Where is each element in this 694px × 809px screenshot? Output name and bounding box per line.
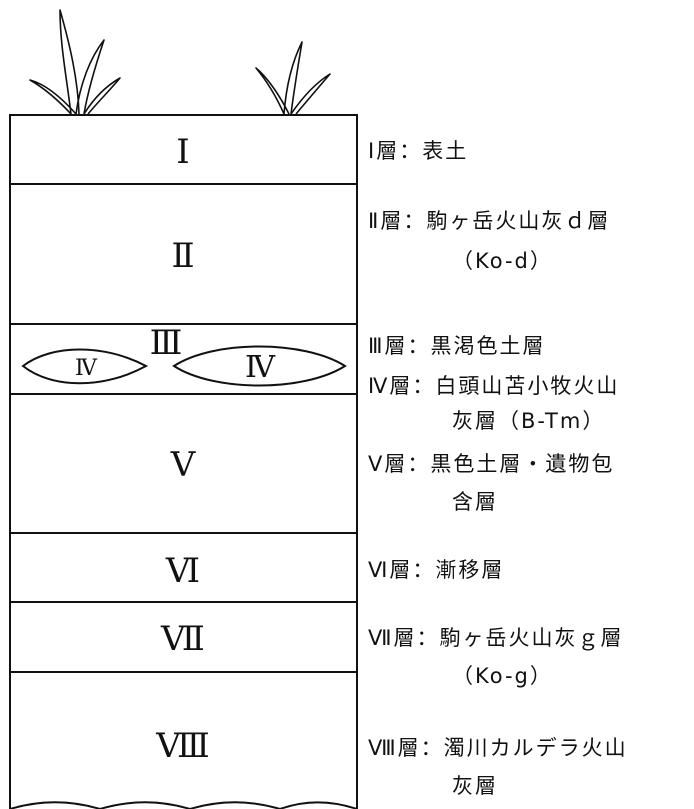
lens-large-label: Ⅳ <box>245 350 276 385</box>
legend-layer-4-cont: 灰層（B-Tm） <box>452 409 606 433</box>
legend-layer-8: Ⅷ層：濁川カルデラ火山 <box>368 736 628 760</box>
legend-layer-3: Ⅲ層：黒渇色土層 <box>368 334 546 358</box>
lens-large <box>172 345 347 387</box>
legend-layer-2: Ⅱ層：駒ヶ岳火山灰ｄ層 <box>368 209 611 233</box>
legend-layer-4: Ⅳ層：白頭山苫小牧火山 <box>368 374 620 398</box>
layer-boundaries <box>10 183 357 673</box>
legend-layer-2-cont: （Ko-d） <box>452 249 553 273</box>
legend-layer-1: Ⅰ層：表土 <box>368 139 469 163</box>
lens-small-label: Ⅳ <box>75 356 98 381</box>
layer-2-label: Ⅱ <box>171 236 194 276</box>
lens-small <box>21 348 149 385</box>
layer-1-label: Ⅰ <box>176 132 189 172</box>
grass-left-icon <box>29 9 121 115</box>
layer-7-label: Ⅶ <box>160 619 205 659</box>
legend-layer-7-cont: （Ko-g） <box>452 664 553 688</box>
grass-right-icon <box>255 41 331 115</box>
layer-6-label: Ⅵ <box>165 551 200 591</box>
layer-5-label: Ⅴ <box>170 445 197 485</box>
legend-layer-5: Ⅴ層：黒色土層・遺物包 <box>368 452 615 476</box>
layer-3-label: Ⅲ <box>150 323 183 363</box>
legend-layer-7: Ⅶ層：駒ヶ岳火山灰ｇ層 <box>368 626 624 650</box>
layer-8-label: Ⅷ <box>155 726 210 766</box>
legend-layer-6: Ⅵ層：漸移層 <box>368 558 505 582</box>
bottom-wavy-boundary <box>9 801 358 809</box>
soil-column-frame <box>9 114 358 809</box>
legend-layer-8-cont: 灰層 <box>452 774 498 798</box>
legend-layer-5-cont: 含層 <box>452 490 498 514</box>
